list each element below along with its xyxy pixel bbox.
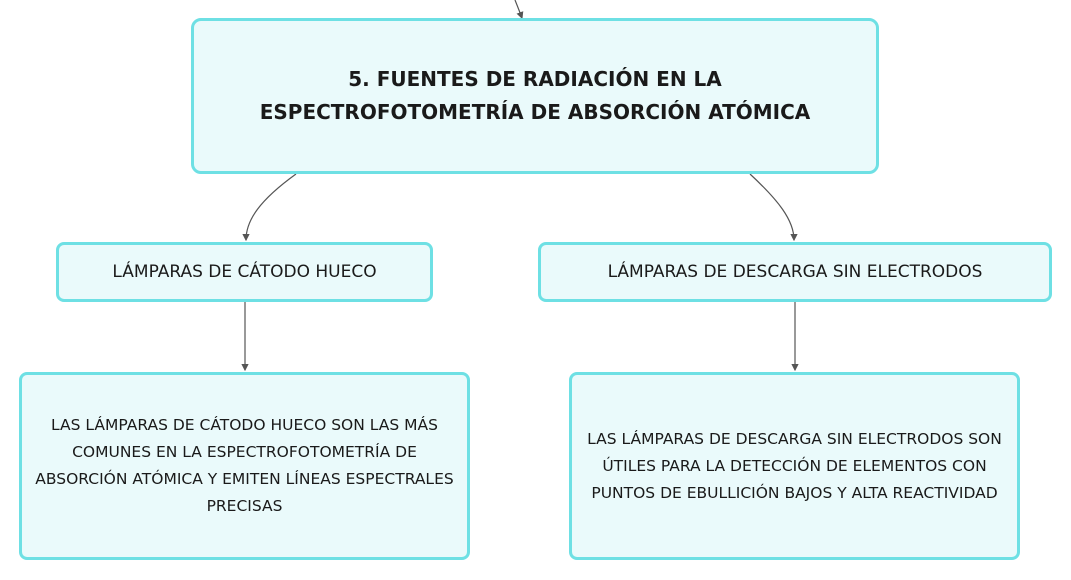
branch-label: LÁMPARAS DE CÁTODO HUECO xyxy=(112,262,377,282)
main-topic-title: 5. FUENTES DE RADIACIÓN EN LA ESPECTROFO… xyxy=(259,67,811,124)
branch-label: LÁMPARAS DE DESCARGA SIN ELECTRODOS xyxy=(607,262,983,282)
main-topic-node[interactable]: 5. FUENTES DE RADIACIÓN EN LA ESPECTROFO… xyxy=(191,18,879,174)
detail-text: LAS LÁMPARAS DE CÁTODO HUECO SON LAS MÁS… xyxy=(35,416,454,515)
incoming-connector xyxy=(514,0,524,20)
detail-text: LAS LÁMPARAS DE DESCARGA SIN ELECTRODOS … xyxy=(587,429,1002,502)
branch-node-hollow-cathode[interactable]: LÁMPARAS DE CÁTODO HUECO xyxy=(56,242,433,302)
detail-node-hollow-cathode[interactable]: LAS LÁMPARAS DE CÁTODO HUECO SON LAS MÁS… xyxy=(19,372,470,560)
branch-node-electrodeless-discharge[interactable]: LÁMPARAS DE DESCARGA SIN ELECTRODOS xyxy=(538,242,1052,302)
connector-main-to-left-branch xyxy=(242,173,297,242)
detail-node-electrodeless-discharge[interactable]: LAS LÁMPARAS DE DESCARGA SIN ELECTRODOS … xyxy=(569,372,1020,560)
connector-main-to-right-branch xyxy=(749,173,798,242)
